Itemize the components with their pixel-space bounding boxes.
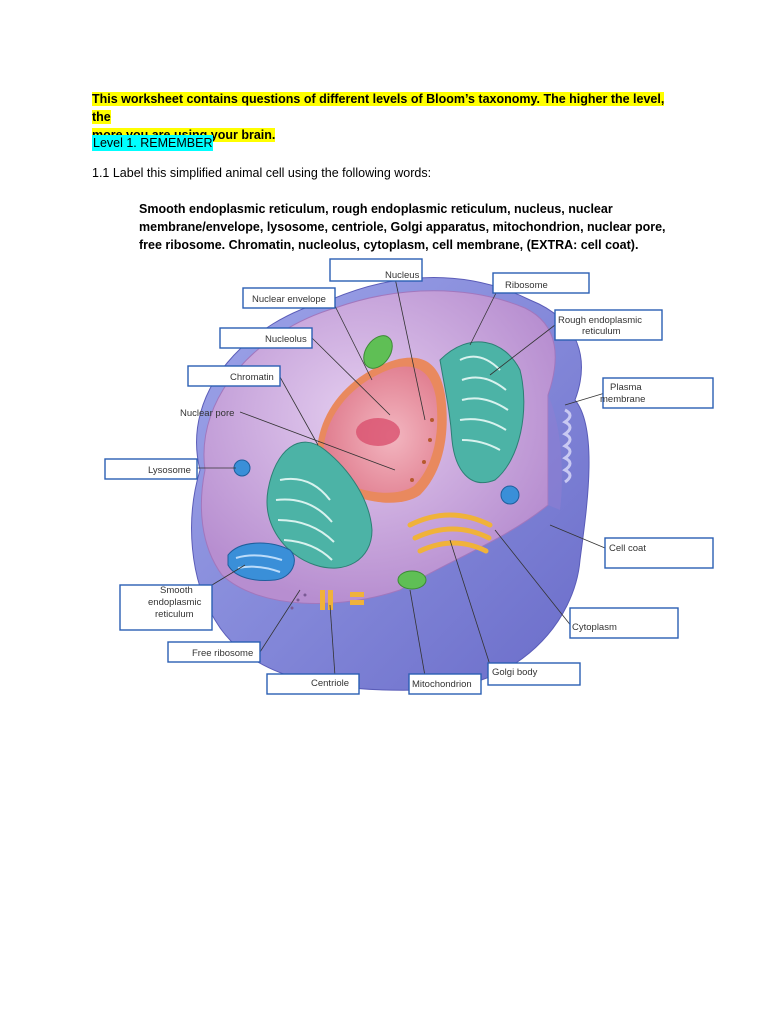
label-smooth-er-1: Smooth xyxy=(160,585,193,596)
label-box-chromatin[interactable]: Chromatin xyxy=(187,365,281,387)
label-free-ribosome: Free ribosome xyxy=(192,648,253,659)
label-lysosome: Lysosome xyxy=(148,465,191,476)
centriole-shapes xyxy=(320,590,364,610)
label-box-cell-coat[interactable]: Cell coat xyxy=(604,537,714,569)
label-smooth-er-2: endoplasmic xyxy=(148,597,202,608)
label-nucleolus: Nucleolus xyxy=(265,334,307,345)
rough-er-left-shape xyxy=(266,441,373,569)
golgi-shape xyxy=(407,512,493,554)
label-centriole: Centriole xyxy=(311,678,349,689)
word-list: Smooth endoplasmic reticulum, rough endo… xyxy=(139,202,666,252)
label-rough-er-1: Rough endoplasmic xyxy=(558,315,642,326)
label-box-mitochondrion[interactable]: Mitochondrion xyxy=(408,673,482,695)
label-rough-er-2: reticulum xyxy=(582,326,621,337)
label-box-centriole[interactable]: Centriole xyxy=(266,673,360,695)
label-nuclear-envelope: Nuclear envelope xyxy=(252,294,326,305)
label-box-nucleus[interactable]: Nucleus xyxy=(329,258,423,282)
label-chromatin: Chromatin xyxy=(230,372,274,383)
label-plasma-membrane-2: membrane xyxy=(600,394,645,405)
label-box-plasma-membrane[interactable]: Plasma membrane xyxy=(600,377,714,409)
label-box-cytoplasm[interactable]: Cytoplasm xyxy=(569,607,679,639)
cytoplasm-cut-face xyxy=(548,395,562,510)
nuclear-pores xyxy=(410,418,434,482)
question-text: 1.1 Label this simplified animal cell us… xyxy=(92,166,432,180)
label-box-lysosome[interactable]: Lysosome xyxy=(104,458,198,480)
label-smooth-er-3: reticulum xyxy=(155,609,194,620)
smooth-er-shape xyxy=(227,542,295,581)
label-box-rough-er[interactable]: Rough endoplasmic reticulum xyxy=(554,309,663,341)
plasma-membrane-folds xyxy=(562,408,572,484)
nucleolus-shape xyxy=(356,418,400,446)
mitochondrion-shapes xyxy=(363,335,427,590)
label-plasma-membrane-1: Plasma xyxy=(610,382,642,393)
level-heading: Level 1. REMEMBER xyxy=(92,135,214,151)
intro-text: This worksheet contains questions of dif… xyxy=(92,90,682,144)
label-box-smooth-er[interactable]: Smooth endoplasmic reticulum xyxy=(119,584,213,631)
label-box-nuclear-envelope[interactable]: Nuclear envelope xyxy=(242,287,336,309)
lysosome-shape-2 xyxy=(500,485,520,505)
label-cell-coat: Cell coat xyxy=(609,543,646,554)
label-box-free-ribosome[interactable]: Free ribosome xyxy=(167,641,261,663)
free-ribosome-dots xyxy=(290,593,307,610)
label-box-nucleolus[interactable]: Nucleolus xyxy=(219,327,313,349)
label-nuclear-pore: Nuclear pore xyxy=(180,408,234,419)
label-cytoplasm: Cytoplasm xyxy=(572,622,617,633)
lysosome-shape xyxy=(233,459,251,477)
label-ribosome: Ribosome xyxy=(505,280,548,291)
label-box-golgi-body[interactable]: Golgi body xyxy=(487,662,581,686)
label-nucleus: Nucleus xyxy=(385,270,420,281)
label-box-ribosome[interactable]: Ribosome xyxy=(492,272,590,294)
label-mitochondrion: Mitochondrion xyxy=(412,679,472,690)
rough-er-shape xyxy=(439,341,525,484)
label-golgi-body: Golgi body xyxy=(492,667,538,678)
label-leader-lines xyxy=(196,277,606,677)
